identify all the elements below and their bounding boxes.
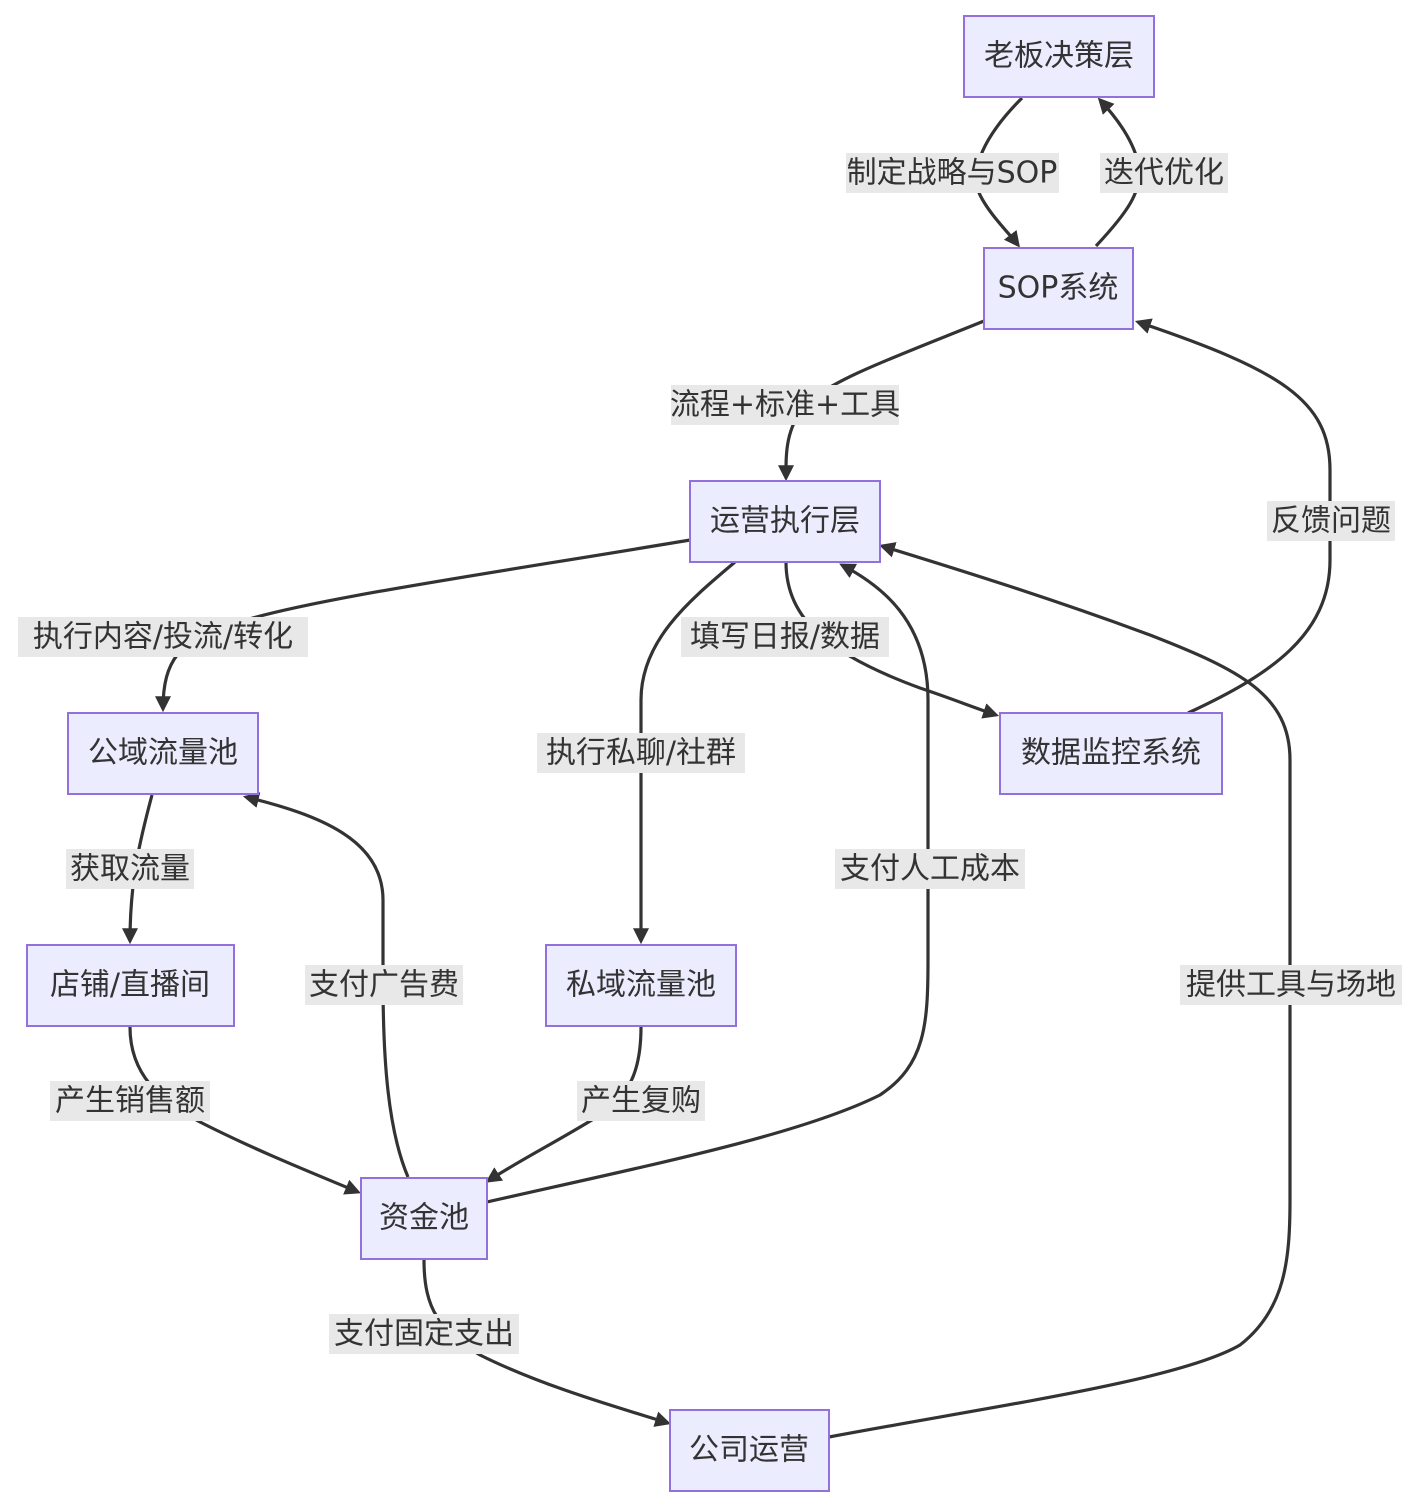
svg-text:执行内容/投流/转化: 执行内容/投流/转化 (33, 620, 293, 655)
edge-fund-to-public (242, 792, 410, 1178)
edge-company-to-ops (828, 542, 1292, 1439)
svg-text:老板决策层: 老板决策层 (984, 39, 1134, 74)
node-boss-decision[interactable]: 老板决策层 (963, 15, 1155, 98)
edge-label-sop-to-boss: 迭代优化 (1100, 153, 1228, 193)
edge-label-monitor-to-sop: 反馈问题 (1267, 501, 1395, 541)
edge-label-public-to-store: 获取流量 (66, 849, 194, 889)
svg-text:运营执行层: 运营执行层 (710, 504, 860, 539)
edge-label-fund-to-company: 支付固定支出 (329, 1314, 519, 1354)
svg-text:执行私聊/社群: 执行私聊/社群 (546, 736, 736, 771)
edge-store-to-fund (128, 1026, 361, 1195)
svg-text:获取流量: 获取流量 (70, 852, 190, 887)
node-fund-pool[interactable]: 资金池 (360, 1177, 488, 1260)
node-sop-system[interactable]: SOP系统 (983, 247, 1134, 330)
svg-text:填写日报/数据: 填写日报/数据 (690, 620, 880, 655)
edge-label-company-to-ops: 提供工具与场地 (1180, 965, 1402, 1005)
svg-text:支付广告费: 支付广告费 (309, 968, 459, 1003)
svg-text:提供工具与场地: 提供工具与场地 (1186, 968, 1396, 1003)
edge-label-store-to-fund: 产生销售额 (50, 1081, 210, 1121)
edge-ops-to-private (633, 560, 737, 945)
edge-label-boss-to-sop: 制定战略与SOP (846, 153, 1059, 193)
edge-fund-to-ops (486, 563, 930, 1204)
node-data-monitor[interactable]: 数据监控系统 (999, 712, 1223, 795)
svg-text:反馈问题: 反馈问题 (1271, 504, 1391, 539)
svg-text:店铺/直播间: 店铺/直播间 (50, 968, 210, 1003)
edge-label-ops-to-monitor: 填写日报/数据 (681, 617, 889, 657)
svg-text:制定战略与SOP: 制定战略与SOP (847, 156, 1058, 191)
node-ops-execution[interactable]: 运营执行层 (689, 480, 881, 563)
edge-fund-to-company (422, 1259, 672, 1427)
edge-label-ops-to-public: 执行内容/投流/转化 (18, 617, 308, 657)
edge-monitor-to-sop (1134, 318, 1332, 715)
node-store-livestream[interactable]: 店铺/直播间 (26, 944, 235, 1027)
edge-label-private-to-fund: 产生复购 (577, 1081, 705, 1121)
node-public-traffic-pool[interactable]: 公域流量池 (67, 712, 259, 795)
svg-text:产生销售额: 产生销售额 (55, 1084, 205, 1119)
svg-text:SOP系统: SOP系统 (998, 271, 1119, 306)
edge-label-ops-to-private: 执行私聊/社群 (537, 733, 745, 773)
edge-ops-to-public (155, 538, 691, 713)
svg-text:流程+标准+工具: 流程+标准+工具 (670, 388, 900, 423)
edge-ops-to-monitor (784, 561, 1000, 719)
svg-text:支付人工成本: 支付人工成本 (840, 852, 1020, 887)
svg-text:资金池: 资金池 (379, 1201, 469, 1236)
svg-text:公司运营: 公司运营 (689, 1433, 809, 1468)
node-private-traffic-pool[interactable]: 私域流量池 (545, 944, 737, 1027)
svg-text:产生复购: 产生复购 (581, 1084, 701, 1119)
svg-text:公域流量池: 公域流量池 (88, 736, 238, 771)
edge-label-fund-to-ops: 支付人工成本 (835, 849, 1025, 889)
svg-text:私域流量池: 私域流量池 (566, 968, 716, 1003)
edge-label-sop-to-ops: 流程+标准+工具 (670, 385, 900, 425)
svg-text:迭代优化: 迭代优化 (1104, 156, 1224, 191)
edge-label-fund-to-public: 支付广告费 (305, 965, 463, 1005)
node-company-ops[interactable]: 公司运营 (669, 1409, 830, 1492)
svg-text:数据监控系统: 数据监控系统 (1021, 736, 1201, 771)
svg-text:支付固定支出: 支付固定支出 (334, 1317, 514, 1352)
